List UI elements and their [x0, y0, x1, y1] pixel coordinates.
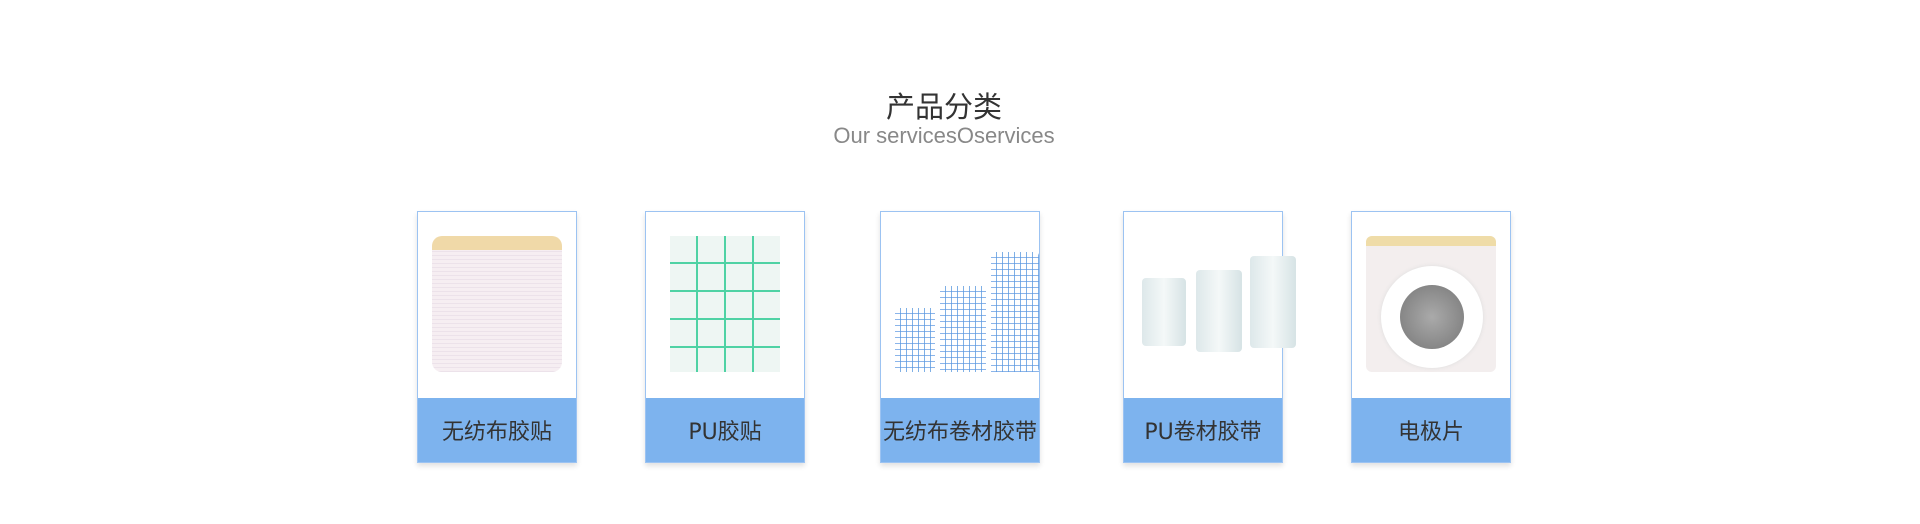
product-label: 无纺布卷材胶带 — [881, 398, 1039, 462]
product-card-nonwoven-patch[interactable]: 无纺布胶贴 — [417, 211, 577, 463]
product-image — [670, 236, 780, 372]
product-label: 电极片 — [1352, 398, 1510, 462]
product-card-pu-roll[interactable]: PU卷材胶带 — [1123, 211, 1296, 463]
section-subtitle: Our servicesOservices — [833, 123, 1055, 148]
product-image — [432, 236, 562, 372]
product-image — [1138, 236, 1296, 372]
product-label: PU胶贴 — [646, 398, 804, 462]
product-image — [1366, 236, 1496, 372]
product-card-electrode[interactable]: 电极片 — [1351, 211, 1511, 463]
section-title: 产品分类 — [885, 90, 1002, 124]
product-card-pu-patch[interactable]: PU胶贴 — [645, 211, 805, 463]
product-label: 无纺布胶贴 — [418, 398, 576, 462]
product-card-nonwoven-roll[interactable]: 无纺布卷材胶带 — [880, 211, 1040, 463]
product-label: PU卷材胶带 — [1124, 398, 1282, 462]
product-image — [895, 236, 1039, 372]
